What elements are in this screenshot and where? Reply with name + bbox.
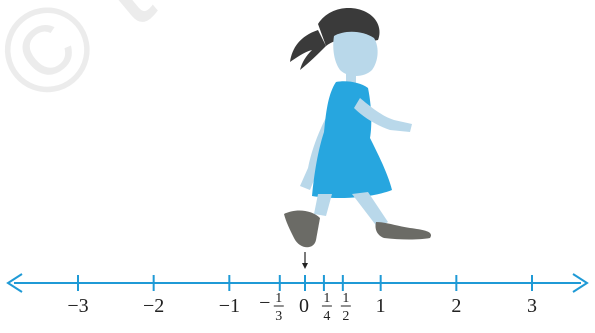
number-line — [6, 273, 589, 293]
position-marker — [302, 252, 308, 269]
back-shoe — [284, 210, 320, 248]
fraction-numerator: 1 — [342, 291, 349, 306]
watermark: © to be — [0, 0, 354, 130]
fraction-label: 14 — [321, 291, 332, 324]
tick-label: 1 — [376, 295, 386, 317]
fraction-numerator: 1 — [323, 291, 330, 306]
back-leg — [314, 194, 332, 216]
fraction-label: −1 3 — [259, 291, 284, 324]
tick-marks — [76, 275, 534, 291]
dress — [312, 81, 392, 198]
tick-label: −2 — [143, 295, 164, 317]
fraction-denominator: 4 — [323, 309, 330, 324]
fraction-numerator: 1 — [275, 291, 282, 306]
front-leg — [352, 192, 388, 228]
walking-girl-illustration — [284, 8, 432, 248]
tick-label: 3 — [527, 295, 537, 317]
fraction-denominator: 2 — [342, 309, 349, 324]
right-arrowhead — [572, 273, 589, 293]
fraction-denominator: 3 — [275, 309, 282, 324]
tick-label: 2 — [451, 295, 461, 317]
tick-label: −1 — [219, 295, 240, 317]
tick-label: −3 — [67, 295, 88, 317]
face — [333, 31, 378, 76]
front-arm — [354, 98, 412, 132]
fraction-sign: − — [259, 292, 270, 314]
marker-arrow-head — [302, 263, 308, 269]
front-shoe — [375, 222, 432, 240]
tick-label: 0 — [299, 295, 309, 317]
left-arrowhead — [6, 273, 23, 293]
ponytail — [290, 30, 326, 70]
neck — [346, 74, 356, 84]
fraction-label: 12 — [340, 291, 351, 324]
watermark-text: © to be — [0, 0, 354, 130]
